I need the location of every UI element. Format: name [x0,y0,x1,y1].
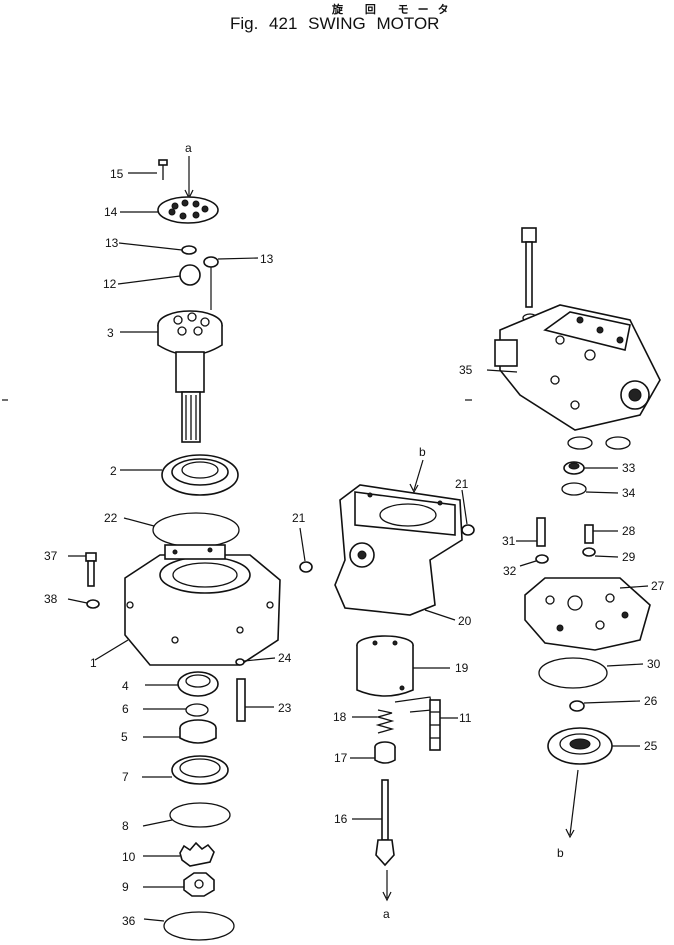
callout-label-13: 13 [105,236,119,250]
callout-label-4: 4 [122,679,129,693]
callout-label-12: 12 [103,277,117,291]
callout-label-25: 25 [644,739,658,753]
part-5-collar [143,719,217,744]
callout-label-1: 1 [90,656,97,670]
part-37-bolt [68,552,97,587]
part-20-valve-body [334,484,463,621]
part-16-shaft [352,779,395,867]
callout-label-8: 8 [122,819,129,833]
part-1-housing [94,544,281,666]
figure-title: Fig. 421 SWING MOTOR [230,14,440,33]
flow-label-b-top: b [419,445,426,459]
part-17-plug [350,741,396,764]
callout-label-10: 10 [122,850,136,864]
part-38-washer [67,598,100,609]
callout-label-31: 31 [502,534,516,548]
callout-label-7: 7 [122,770,129,784]
callout-label-14: 14 [104,205,118,219]
callout-label-36: 36 [122,914,136,928]
part-25-valve-plate [547,727,640,765]
flow-label-a-bottom: a [383,907,390,921]
callout-label-5: 5 [121,730,128,744]
part-7-needle-bearing [142,755,229,785]
callout-label-20: 20 [458,614,472,628]
part-14-valve-plate [120,196,219,224]
part-21-plug-right [461,489,475,536]
part-13-ring-left [118,242,197,255]
part-36-o-ring [143,911,235,941]
part-22-o-ring [123,512,240,548]
part-31-bolt [516,517,546,547]
callout-label-6: 6 [122,702,129,716]
callout-label-35: 35 [459,363,473,377]
part-21-plug-left [299,527,313,573]
arrowhead [409,483,419,494]
flow-arrow-b-bottom [569,769,579,836]
flow-label-a-top: a [185,141,192,155]
callout-label-34: 34 [622,486,636,500]
part-15-bolt [128,159,168,180]
part-32-washer [519,554,549,567]
callout-label-33: 33 [622,461,636,475]
japanese-title: 旋 回 モータ [332,3,458,16]
part-27-cover [524,577,651,651]
callout-label-11: 11 [459,711,472,725]
callout-label-37: 37 [44,549,58,563]
callout-label-2: 2 [110,464,117,478]
callout-label-32: 32 [503,564,517,578]
callout-label-21: 21 [455,477,469,491]
callout-label-15: 15 [110,167,124,181]
callout-label-13: 13 [260,252,274,266]
part-9-nut [143,872,215,897]
part-29-washer [582,547,619,558]
flow-arrow-b-top [413,459,424,491]
callout-label-21: 21 [292,511,306,525]
part-18-spring [352,709,395,734]
callout-label-17: 17 [334,751,348,765]
part-24-plug [235,657,276,666]
part-2-bearing [120,454,239,496]
o-ring-under-block-left [567,436,593,450]
part-30-o-ring [538,657,644,689]
part-28-bolt [584,524,618,544]
part-8-snap-ring [142,802,231,828]
callout-label-19: 19 [455,661,469,675]
callout-label-18: 18 [333,710,347,724]
part-35-bolt [521,227,538,323]
o-ring-under-block-right [605,436,631,450]
part-34-o-ring [561,482,619,496]
part-13-ring-right [203,256,259,310]
part-23-bolt [236,678,274,722]
callout-label-27: 27 [651,579,665,593]
callout-label-29: 29 [622,550,636,564]
callout-label-28: 28 [622,524,636,538]
arrowhead [565,828,575,839]
callout-label-38: 38 [44,592,58,606]
part-11-spool [429,699,458,751]
callout-label-3: 3 [107,326,114,340]
callout-label-22: 22 [104,511,118,525]
flow-label-b-bottom: b [557,846,564,860]
part-12-spherical-bushing [117,264,201,286]
callout-label-16: 16 [334,812,348,826]
callout-label-9: 9 [122,880,129,894]
arrowhead [382,891,392,902]
callout-label-26: 26 [644,694,658,708]
part-6-snap-ring [143,703,209,717]
callout-label-24: 24 [278,651,292,665]
part-3-cylinder-block [120,310,223,443]
part-33-check-valve [563,461,618,475]
part-35-valve-block [486,304,661,431]
part-4-bearing [145,671,219,697]
callout-label-30: 30 [647,657,661,671]
part-10-pinion-gear [143,841,215,867]
part-26-plug [569,700,641,712]
callout-label-23: 23 [278,701,292,715]
